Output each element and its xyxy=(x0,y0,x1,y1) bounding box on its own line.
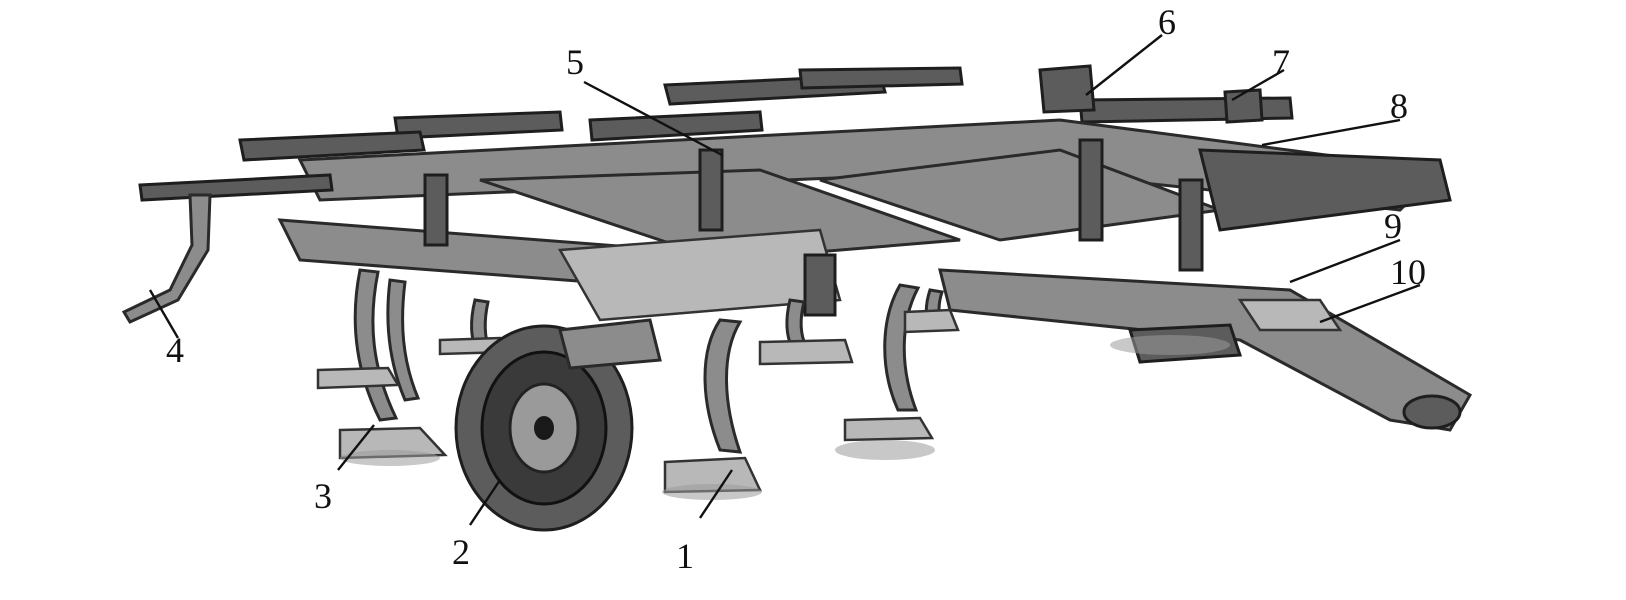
callout-7: 7 xyxy=(1272,42,1290,82)
callout-9: 9 xyxy=(1384,206,1402,246)
callout-4: 4 xyxy=(166,330,184,370)
leader-1 xyxy=(699,469,733,519)
callout-3: 3 xyxy=(314,476,332,516)
transport-wheel xyxy=(454,318,662,532)
leader-6 xyxy=(1085,34,1163,96)
leader-lines xyxy=(148,34,1421,526)
frame-posts xyxy=(423,138,1204,317)
callout-labels: 1 2 3 4 5 6 7 8 9 10 xyxy=(166,2,1426,576)
callout-2: 2 xyxy=(452,532,470,572)
leader-3 xyxy=(337,424,375,471)
leader-7 xyxy=(1231,68,1285,102)
harrow-tine xyxy=(121,173,334,324)
rear-tine-bars xyxy=(238,64,1294,162)
leader-8 xyxy=(1261,118,1401,147)
ground-shadows xyxy=(340,335,1230,500)
callout-10: 10 xyxy=(1390,252,1426,292)
callout-8: 8 xyxy=(1390,86,1408,126)
cultivator-machine xyxy=(121,64,1473,532)
tines xyxy=(316,268,960,494)
leader-4 xyxy=(148,289,180,339)
frame xyxy=(277,118,1473,432)
leader-10 xyxy=(1319,283,1421,324)
leader-5 xyxy=(583,80,723,157)
leader-9 xyxy=(1289,238,1401,284)
callout-1: 1 xyxy=(676,536,694,576)
callout-5: 5 xyxy=(566,42,584,82)
callout-6: 6 xyxy=(1158,2,1176,42)
leader-2 xyxy=(469,479,501,526)
